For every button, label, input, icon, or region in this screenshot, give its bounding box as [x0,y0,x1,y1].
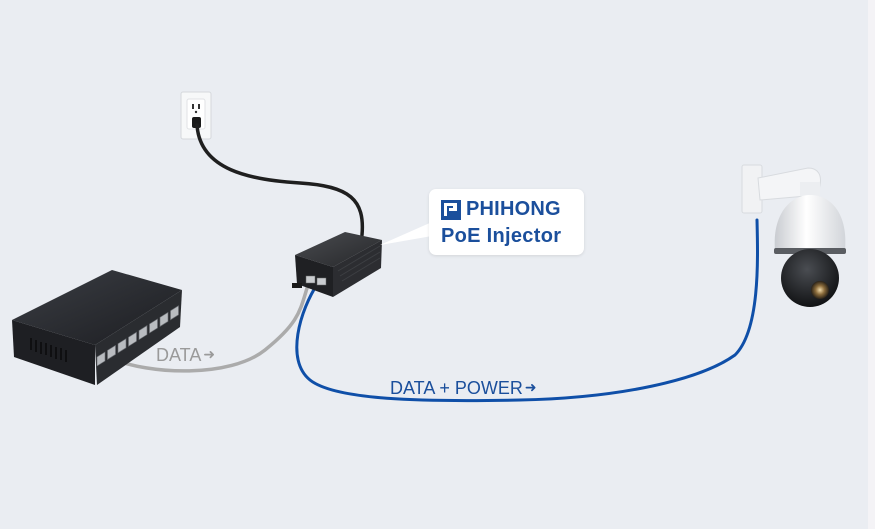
data-power-cable [295,218,760,403]
poe-injector-icon [292,232,382,297]
data-label: DATA➜ [156,345,215,366]
network-switch-icon [12,270,182,385]
ptz-camera-icon [741,164,846,307]
switch-port [107,344,116,360]
product-name: PoE Injector [441,225,562,247]
switch-ports [96,305,179,367]
data-cable [108,283,310,373]
switch-port [138,325,148,341]
right-edge-strip [868,0,875,529]
data-power-label: DATA + POWER➜ [390,378,537,399]
phihong-logo-icon [441,199,461,220]
switch-port [117,338,127,354]
callout-pointer [380,222,432,245]
switch-port [170,305,179,321]
switch-port [159,311,169,327]
switch-port [128,331,137,347]
arrow-right-icon: ➜ [524,379,537,395]
switch-port [96,351,106,367]
brand-name: PHIHONG [466,198,561,220]
wall-outlet-icon [180,91,212,140]
power-cable [195,123,365,237]
arrow-right-icon: ➜ [203,346,216,362]
brand-row: PHIHONG [441,198,561,221]
switch-port [149,318,158,334]
data-label-text: DATA [156,345,202,365]
data-power-label-text: DATA + POWER [390,378,523,398]
product-callout: PHIHONG PoE Injector [429,189,584,255]
